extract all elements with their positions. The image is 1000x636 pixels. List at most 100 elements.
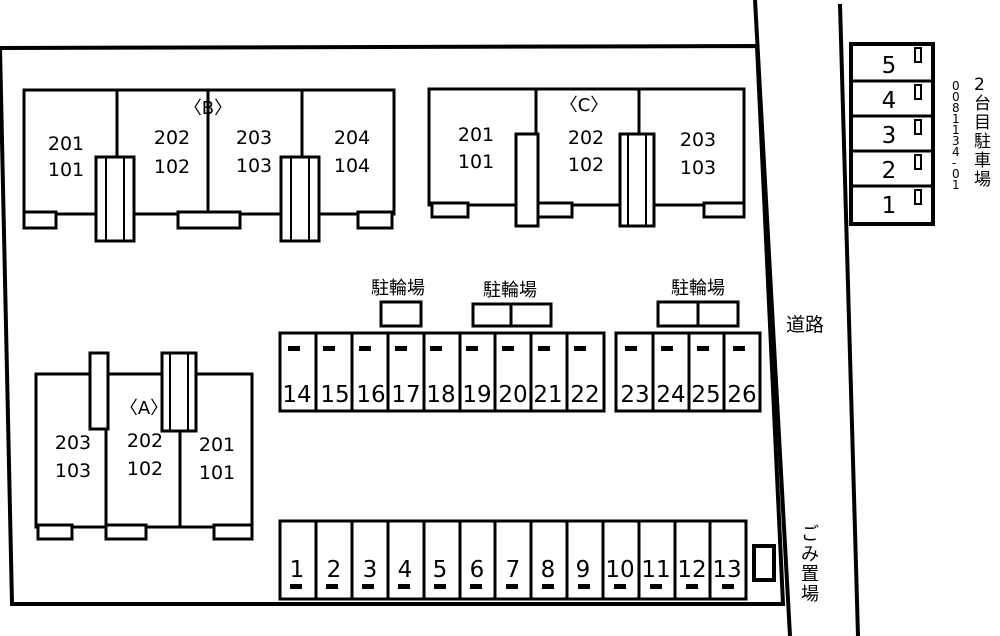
- parking-space-8: 8: [541, 557, 556, 583]
- parking-space-10: 10: [605, 557, 634, 583]
- stall-mark: [914, 119, 922, 135]
- bike-rack: [379, 300, 423, 328]
- building-b: 〈B〉 201 101 202 102 203 103 204 104: [22, 88, 396, 243]
- unit-c-103: 103: [680, 157, 716, 179]
- lot2-space-4: 4: [882, 88, 897, 114]
- stall-mark: [326, 584, 338, 589]
- unit-b-201: 201: [48, 133, 84, 155]
- road-edge-right: [838, 3, 860, 636]
- road-label: 道路: [786, 314, 824, 336]
- bike-parking-label-2: 駐輪場: [483, 280, 537, 301]
- stall-mark: [359, 346, 371, 351]
- site-boundary: [0, 43, 786, 606]
- stall-mark: [722, 584, 734, 589]
- stall-mark: [288, 346, 300, 351]
- unit-c-203: 203: [680, 129, 716, 151]
- parking-space-24: 24: [656, 382, 685, 408]
- bike-parking-label-1: 駐輪場: [371, 278, 425, 299]
- parking-space-12: 12: [677, 557, 706, 583]
- unit-b-103: 103: [236, 155, 272, 177]
- parking-space-6: 6: [470, 557, 485, 583]
- parking-space-13: 13: [712, 557, 741, 583]
- unit-a-101: 101: [199, 462, 235, 484]
- stall-mark: [323, 346, 335, 351]
- unit-a-202: 202: [127, 430, 163, 452]
- stall-mark: [733, 346, 745, 351]
- stall-mark: [914, 47, 922, 63]
- parking-space-17: 17: [391, 382, 420, 408]
- stall-mark: [686, 584, 698, 589]
- parking-space-22: 22: [570, 382, 599, 408]
- parking-space-21: 21: [533, 382, 562, 408]
- unit-c-202: 202: [568, 127, 604, 149]
- stall-mark: [914, 189, 922, 205]
- stall-mark: [466, 346, 478, 351]
- stall-mark: [650, 584, 662, 589]
- stall-mark: [362, 584, 374, 589]
- road-edge-left: [753, 0, 792, 636]
- bike-rack: [696, 300, 740, 328]
- stall-mark: [542, 584, 554, 589]
- unit-c-101: 101: [458, 151, 494, 173]
- stall-mark: [625, 346, 637, 351]
- parking-space-4: 4: [398, 557, 413, 583]
- parking-space-7: 7: [506, 557, 521, 583]
- parking-space-23: 23: [620, 382, 649, 408]
- garbage-area: [752, 544, 776, 582]
- parking-space-20: 20: [498, 382, 527, 408]
- parking-space-5: 5: [433, 557, 448, 583]
- second-parking-lot: 5 4 3 2 1: [849, 42, 935, 226]
- stall-mark: [697, 346, 709, 351]
- bike-rack: [471, 302, 515, 328]
- lot2-space-3: 3: [882, 123, 897, 149]
- unit-c-102: 102: [568, 154, 604, 176]
- stall-mark: [470, 584, 482, 589]
- stall-mark: [434, 584, 446, 589]
- garbage-area-label: ごみ置場: [801, 524, 819, 605]
- parking-space-26: 26: [727, 382, 756, 408]
- parking-space-19: 19: [462, 382, 491, 408]
- parking-space-25: 25: [691, 382, 720, 408]
- parking-space-15: 15: [320, 382, 349, 408]
- parking-space-3: 3: [363, 557, 378, 583]
- stall-mark: [430, 346, 442, 351]
- unit-b-104: 104: [334, 155, 370, 177]
- stall-mark: [661, 346, 673, 351]
- unit-b-102: 102: [154, 156, 190, 178]
- stall-mark: [538, 346, 550, 351]
- stall-mark: [290, 584, 302, 589]
- building-b-label: 〈B〉: [184, 98, 232, 119]
- bike-rack: [656, 300, 700, 328]
- lot2-space-2: 2: [882, 158, 897, 184]
- lot2-space-5: 5: [882, 53, 897, 79]
- stall-mark: [614, 584, 626, 589]
- unit-a-102: 102: [127, 458, 163, 480]
- building-a: 〈A〉 203 103 202 102 201 101: [34, 351, 254, 541]
- parking-space-9: 9: [576, 557, 591, 583]
- unit-a-203: 203: [55, 432, 91, 454]
- bike-rack: [509, 302, 553, 328]
- stall-mark: [502, 346, 514, 351]
- bike-parking-label-3: 駐輪場: [671, 278, 725, 299]
- stall-mark: [914, 154, 922, 170]
- unit-a-103: 103: [55, 460, 91, 482]
- unit-b-203: 203: [236, 127, 272, 149]
- building-c-label: 〈C〉: [560, 95, 609, 116]
- stall-mark: [398, 584, 410, 589]
- unit-b-204: 204: [334, 127, 370, 149]
- parking-space-2: 2: [327, 557, 342, 583]
- stall-mark: [574, 346, 586, 351]
- stall-mark: [578, 584, 590, 589]
- stall-mark: [395, 346, 407, 351]
- bike-parking: 駐輪場 駐輪場 駐輪場: [371, 278, 740, 328]
- parking-space-16: 16: [356, 382, 385, 408]
- parking-upper-row: 14 15 16 17 18 19 20 21 22 23 24 25 26: [278, 331, 762, 413]
- parking-lower-row: 1 2 3 4 5 6 7 8 9 10 11 12 13: [278, 519, 748, 601]
- unit-c-201: 201: [458, 124, 494, 146]
- building-c: 〈C〉 201 101 202 102 203 103: [427, 87, 746, 228]
- building-a-label: 〈A〉: [120, 398, 168, 419]
- unit-a-201: 201: [199, 434, 235, 456]
